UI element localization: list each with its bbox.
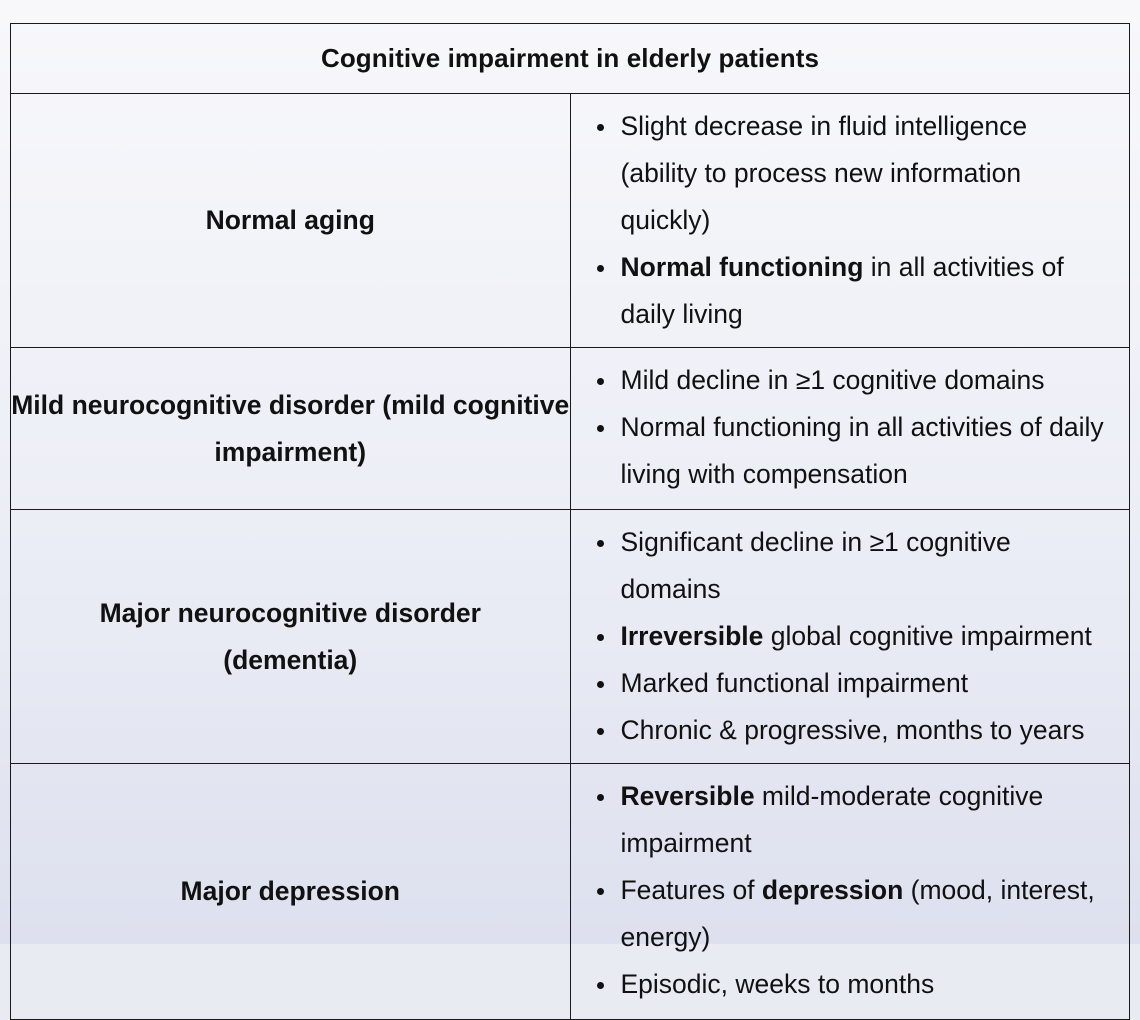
row-label-mild-neurocognitive-disorder: Mild neurocognitive disorder (mild cogni… <box>10 347 571 510</box>
table-title: Cognitive impairment in elderly patients <box>10 23 1130 94</box>
list-item: Reversible mild-moderate cognitive impai… <box>595 773 1110 867</box>
list-item: Chronic & progressive, months to years <box>595 707 1110 754</box>
list-item: Normal functioning in all activities of … <box>595 244 1110 338</box>
table-header-row: Cognitive impairment in elderly patients <box>10 23 1130 94</box>
emphasis-text: Reversible <box>620 781 755 811</box>
list-item: Mild decline in ≥1 cognitive domains <box>595 357 1110 404</box>
row-description: Mild decline in ≥1 cognitive domains Nor… <box>569 347 1130 510</box>
bullet-list: Reversible mild-moderate cognitive impai… <box>571 773 1110 1008</box>
row-label-major-neurocognitive-disorder: Major neurocognitive disorder (dementia) <box>10 509 571 764</box>
cognitive-impairment-table: Cognitive impairment in elderly patients… <box>10 23 1130 1020</box>
list-item: Episodic, weeks to months <box>595 961 1110 1008</box>
list-item: Slight decrease in fluid intelligence (a… <box>595 103 1110 244</box>
bullet-list: Significant decline in ≥1 cognitive doma… <box>571 519 1110 754</box>
table-row: Major depression Reversible mild-moderat… <box>10 763 1130 1020</box>
table-row: Normal aging Slight decrease in fluid in… <box>10 93 1130 348</box>
table-row: Major neurocognitive disorder (dementia)… <box>10 509 1130 764</box>
emphasis-text: Normal functioning <box>620 252 864 282</box>
list-item: Normal functioning in all activities of … <box>595 404 1110 498</box>
row-description: Significant decline in ≥1 cognitive doma… <box>569 509 1130 764</box>
bullet-list: Slight decrease in fluid intelligence (a… <box>571 103 1110 338</box>
list-item: Significant decline in ≥1 cognitive doma… <box>595 519 1110 613</box>
row-description: Slight decrease in fluid intelligence (a… <box>569 93 1130 348</box>
row-label-normal-aging: Normal aging <box>10 93 571 348</box>
bullet-list: Mild decline in ≥1 cognitive domains Nor… <box>571 357 1110 498</box>
row-label-major-depression: Major depression <box>10 763 571 1020</box>
list-item: Irreversible global cognitive impairment <box>595 613 1110 660</box>
emphasis-text: Irreversible <box>620 621 764 651</box>
list-item: Marked functional impairment <box>595 660 1110 707</box>
row-description: Reversible mild-moderate cognitive impai… <box>569 763 1130 1020</box>
table-row: Mild neurocognitive disorder (mild cogni… <box>10 347 1130 510</box>
list-item: Features of depression (mood, interest, … <box>595 867 1110 961</box>
emphasis-text: depression <box>761 875 904 905</box>
